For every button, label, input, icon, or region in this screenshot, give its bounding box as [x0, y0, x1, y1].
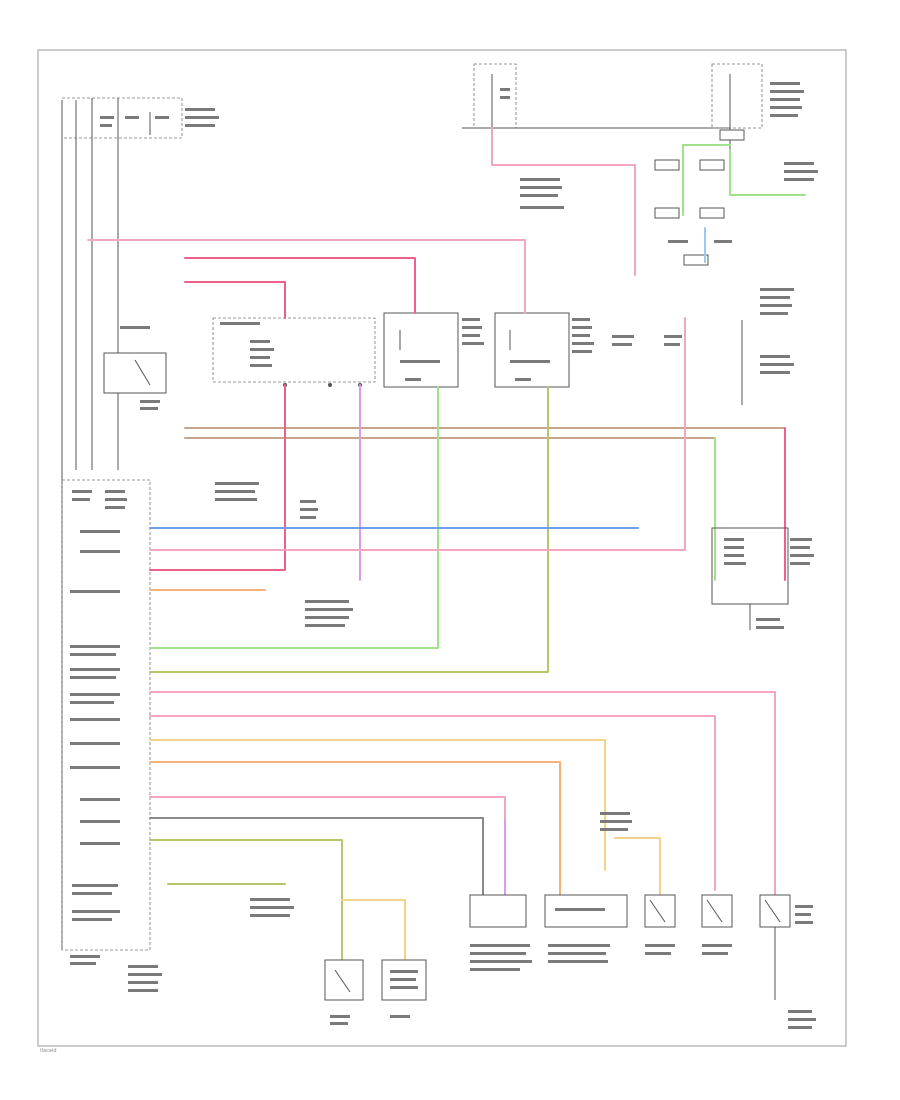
wires: [87, 127, 806, 961]
central-control-module: [61, 479, 151, 965]
fuse-block-top-center: [462, 63, 730, 150]
relay-module-left: [383, 312, 484, 388]
connector-cluster-right: [654, 129, 818, 266]
bottom-component-2: [381, 959, 427, 1018]
switch-left: [103, 326, 167, 410]
connector-box-right: [711, 527, 814, 630]
footer-code: ifaceid: [40, 1048, 57, 1054]
bottom-switch-3: [644, 894, 676, 955]
bottom-switch-4: [701, 894, 733, 955]
bottom-module-2: [544, 894, 628, 963]
diagram-frame: [37, 49, 847, 1047]
module-left: [212, 317, 376, 387]
relay-module-right: [494, 312, 594, 388]
bottom-component-1: [324, 959, 364, 1025]
bottom-module-1: [469, 894, 532, 971]
bottom-switch-5: [759, 894, 816, 1029]
